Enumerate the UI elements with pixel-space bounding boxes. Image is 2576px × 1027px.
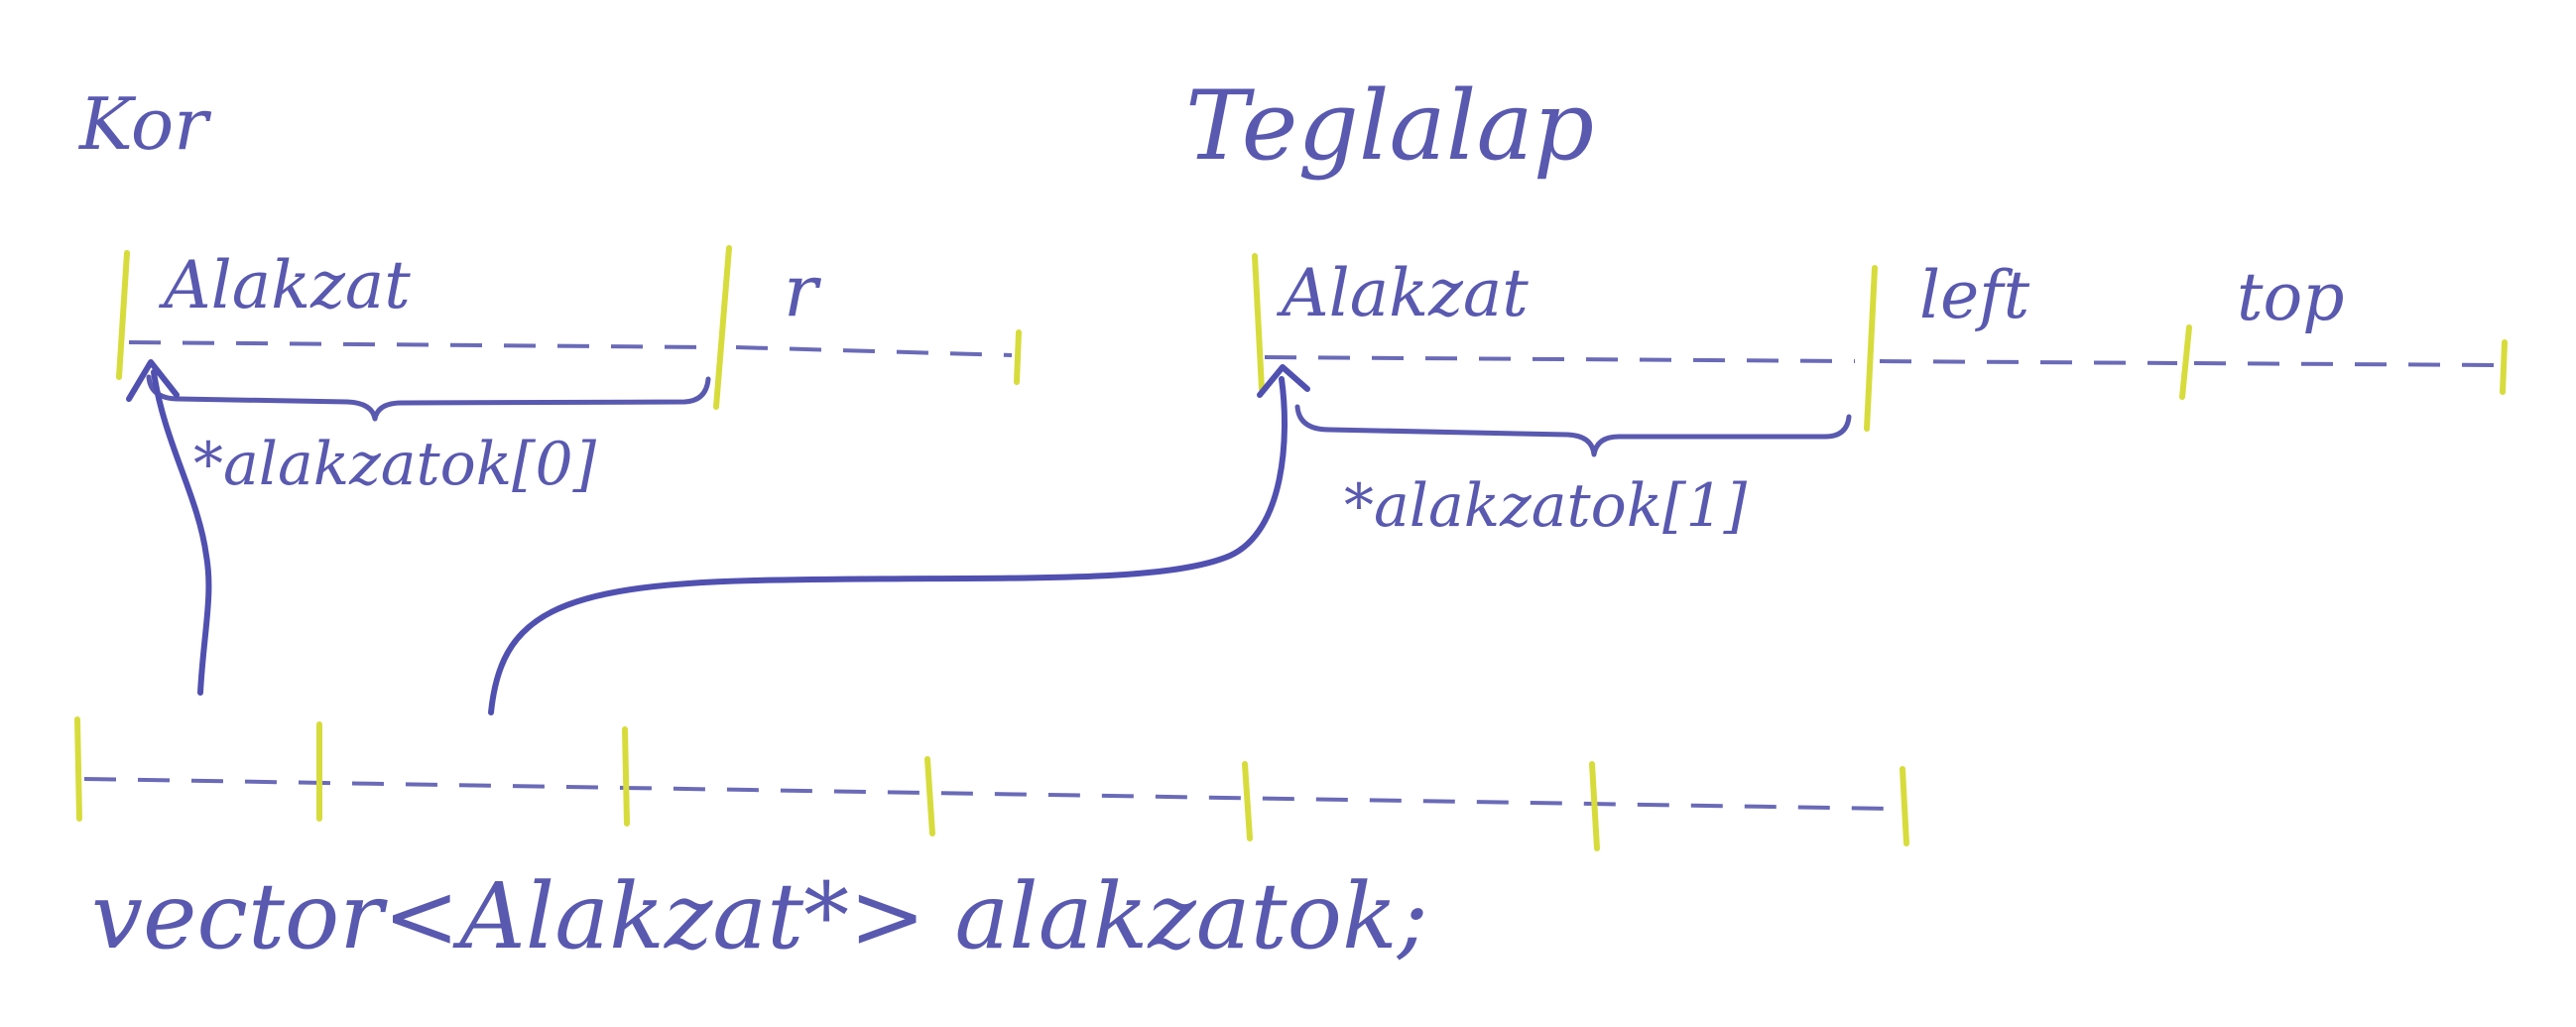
teglalap-brace — [1294, 404, 1852, 457]
vector-array: vector<Alakzat*> alakzatok; — [74, 716, 1909, 969]
vector-separator-0 — [74, 716, 82, 822]
kor-base-label: Alakzat — [158, 247, 411, 323]
teglalap-base-slot — [1264, 355, 1856, 363]
vector-separator-3 — [924, 756, 935, 836]
kor-member-r-label: r — [784, 249, 821, 332]
kor-right-separator — [1014, 329, 1022, 385]
teglalap-pointer-label: *alakzatok[1] — [1344, 471, 1748, 541]
kor-pointer-label: *alakzatok[0] — [193, 430, 597, 499]
teglalap-member-top-slot — [2193, 361, 2496, 367]
vector-separator-4 — [1242, 761, 1253, 841]
teglalap-object: Teglalap Alakzat left top *alakzatok[1] — [1185, 70, 2508, 541]
pointer-arrow-1-head — [1257, 364, 1310, 398]
teglalap-right-separator — [2500, 339, 2508, 395]
teglalap-member-left-slot — [1879, 359, 2178, 365]
kor-middle-separator — [713, 245, 732, 410]
vector-separator-6 — [1900, 766, 1909, 846]
vector-separator-5 — [1589, 761, 1600, 851]
teglalap-member-top-label: top — [2237, 259, 2345, 335]
kor-left-separator — [116, 250, 130, 380]
teglalap-left-top-separator — [2179, 324, 2192, 400]
kor-member-r-slot — [735, 345, 1013, 357]
teglalap-member-left-label: left — [1919, 257, 2030, 333]
pointer-arrow-0 — [151, 369, 212, 696]
kor-brace — [146, 374, 711, 422]
kor-title: Kor — [77, 82, 211, 166]
teglalap-base-label: Alakzat — [1276, 255, 1529, 331]
vector-slots — [83, 777, 1891, 811]
vector-declaration: vector<Alakzat*> alakzatok; — [91, 863, 1428, 969]
teglalap-middle-separator — [1864, 265, 1878, 432]
teglalap-title: Teglalap — [1185, 70, 1594, 182]
vector-separator-2 — [622, 726, 630, 827]
teglalap-left-separator — [1252, 253, 1265, 392]
pointer-arrow-0-head — [126, 359, 180, 402]
kor-object: Kor Alakzat r *alakzatok[0] — [77, 82, 1022, 499]
pointer-arrow-1 — [488, 376, 1288, 715]
kor-base-slot — [128, 340, 715, 349]
pointer-arrows — [126, 359, 1310, 715]
